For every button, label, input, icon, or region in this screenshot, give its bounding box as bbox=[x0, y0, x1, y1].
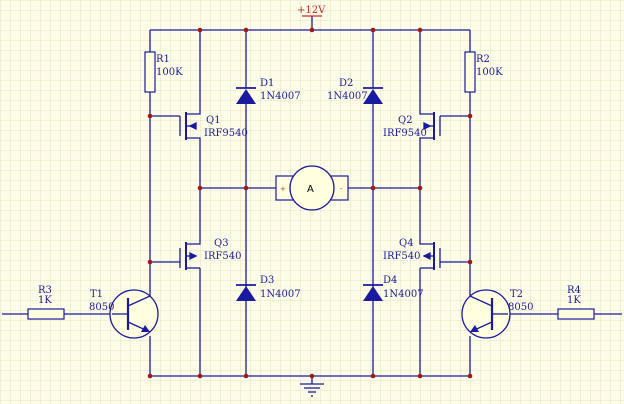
d4-value: 1N4007 bbox=[383, 289, 424, 300]
mosfet-q1: Q1 IRF9540 bbox=[179, 112, 248, 140]
bjt-t1: T1 8050 bbox=[89, 289, 159, 339]
motor-pin-plus: + bbox=[280, 185, 286, 193]
resistor-r4: R4 1K bbox=[557, 285, 595, 320]
diode-d4: D4 1N4007 bbox=[363, 275, 424, 301]
diode-d2: D2 1N4007 bbox=[327, 78, 383, 104]
mosfet-q3: Q3 IRF540 bbox=[179, 238, 242, 270]
ground-symbol bbox=[300, 383, 324, 397]
r2-value: 100K bbox=[476, 67, 503, 78]
diode-d3: D3 1N4007 bbox=[236, 275, 301, 301]
q3-ref: Q3 bbox=[214, 238, 229, 249]
t1-ref: T1 bbox=[90, 289, 103, 300]
motor-pin-minus: - bbox=[340, 185, 343, 193]
d2-value: 1N4007 bbox=[327, 91, 368, 102]
d4-ref: D4 bbox=[383, 275, 397, 286]
q2-ref: Q2 bbox=[398, 115, 413, 126]
q1-value: IRF9540 bbox=[204, 128, 248, 139]
r1-value: 100K bbox=[156, 67, 183, 78]
resistor-r2: R2 100K bbox=[464, 51, 503, 93]
t1-value: 8050 bbox=[89, 302, 114, 313]
r3-value: 1K bbox=[38, 295, 52, 306]
diode-d1: D1 1N4007 bbox=[236, 78, 301, 104]
r1-ref: R1 bbox=[156, 54, 170, 65]
d1-ref: D1 bbox=[260, 78, 274, 89]
motor-symbol: A bbox=[307, 184, 314, 195]
r3-ref: R3 bbox=[38, 285, 52, 296]
t2-value: 8050 bbox=[508, 302, 533, 313]
resistor-r1: R1 100K bbox=[144, 51, 183, 93]
resistor-r3: R3 1K bbox=[27, 285, 65, 320]
q2-value: IRF9540 bbox=[383, 128, 427, 139]
mosfet-q4: Q4 IRF540 bbox=[383, 238, 441, 270]
r4-value: 1K bbox=[567, 295, 581, 306]
bjt-t2: T2 8050 bbox=[461, 289, 533, 339]
d3-ref: D3 bbox=[260, 275, 274, 286]
r2-ref: R2 bbox=[476, 54, 490, 65]
d1-value: 1N4007 bbox=[260, 91, 301, 102]
vcc-label: +12V bbox=[297, 5, 326, 16]
mosfet-q2: Q2 IRF9540 bbox=[383, 112, 441, 140]
dc-motor: A + - bbox=[275, 165, 349, 211]
q4-value: IRF540 bbox=[383, 251, 421, 262]
q4-ref: Q4 bbox=[399, 238, 414, 249]
d3-value: 1N4007 bbox=[260, 289, 301, 300]
q1-ref: Q1 bbox=[206, 115, 221, 126]
junction-nodes bbox=[147, 27, 473, 379]
r4-ref: R4 bbox=[567, 285, 581, 296]
vcc-symbol: +12V bbox=[297, 5, 326, 17]
q3-value: IRF540 bbox=[204, 251, 242, 262]
d2-ref: D2 bbox=[339, 78, 353, 89]
t2-ref: T2 bbox=[510, 289, 523, 300]
